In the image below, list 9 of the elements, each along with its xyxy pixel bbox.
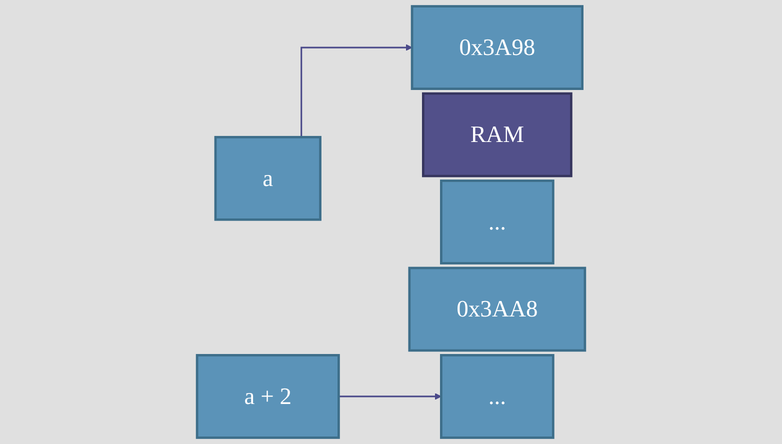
arrow — [300, 44, 412, 138]
node-box: a — [214, 136, 322, 221]
arrow — [338, 393, 442, 400]
node-box: 0x3A98 — [410, 5, 584, 90]
node-box: RAM — [422, 92, 572, 178]
node-box: 0x3AA8 — [408, 266, 586, 352]
node-box: ... — [440, 354, 554, 439]
node-box: ... — [440, 180, 554, 264]
node-box: a + 2 — [196, 354, 340, 439]
